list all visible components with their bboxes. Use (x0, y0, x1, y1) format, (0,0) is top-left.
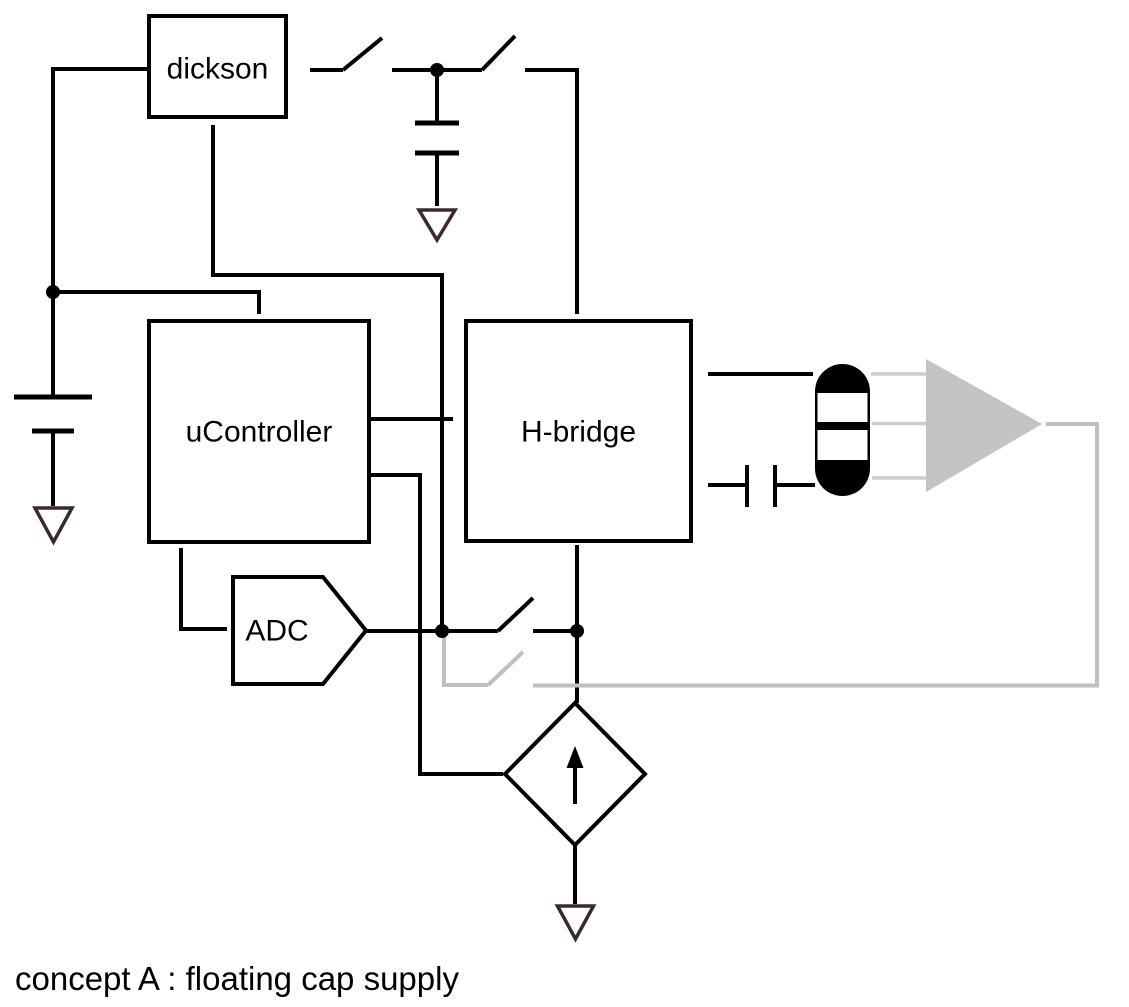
ucontroller-to-adc-wire (179, 548, 227, 631)
switch3-blade-icon (496, 596, 535, 633)
piezo-transducer-icon (815, 364, 870, 496)
flying-capacitor-icon (415, 120, 459, 156)
hbridge-label: H-bridge (521, 416, 636, 449)
switch2-blade-icon (480, 34, 517, 72)
ucontroller-box (147, 319, 371, 544)
current-source-icon (502, 700, 648, 848)
adc-label: ADC (245, 615, 308, 648)
amplifier-feedback-wire (533, 422, 1099, 688)
junction-dot-hbridge-node (570, 624, 584, 638)
feedback-to-adc-node-wire (442, 637, 488, 687)
current-source-arrow-head (566, 746, 584, 768)
ground-icon-flying-cap (415, 208, 459, 244)
hbridge-box (464, 319, 693, 543)
ground-icon-current-source (554, 904, 597, 943)
sense-path (442, 359, 1099, 688)
switch4-gray-blade-icon (486, 650, 525, 687)
dickson-output-wire (211, 125, 444, 631)
junction-dot-adc-node (435, 624, 449, 638)
battery-icon (14, 394, 92, 506)
ucontroller-block: uController (147, 319, 371, 544)
junction-dot-supply (46, 285, 60, 299)
ucontroller-label: uController (186, 416, 333, 449)
ground-icon-battery (32, 506, 75, 546)
ucontroller-to-current-source-wire (371, 473, 503, 776)
series-capacitor-icon (745, 465, 777, 507)
transducer-band-bottom (817, 430, 868, 460)
switch2-to-hbridge-wire (525, 68, 579, 314)
adc-pentagon (231, 575, 369, 686)
adc-block: ADC (231, 575, 369, 686)
diagram-caption: concept A : floating cap supply (15, 960, 459, 997)
amplifier-icon (926, 359, 1042, 492)
wires (51, 34, 815, 904)
supply-to-ucontroller-wire (53, 290, 261, 314)
junction-dot-flying-cap (430, 63, 444, 77)
dickson-box (147, 14, 288, 119)
hbridge-block: H-bridge (464, 319, 693, 543)
transducer-band-top (817, 393, 868, 422)
switch1-blade-icon (341, 36, 384, 72)
dickson-input-wire (51, 67, 149, 395)
dickson-block: dickson (147, 14, 288, 119)
dickson-label: dickson (167, 53, 269, 86)
